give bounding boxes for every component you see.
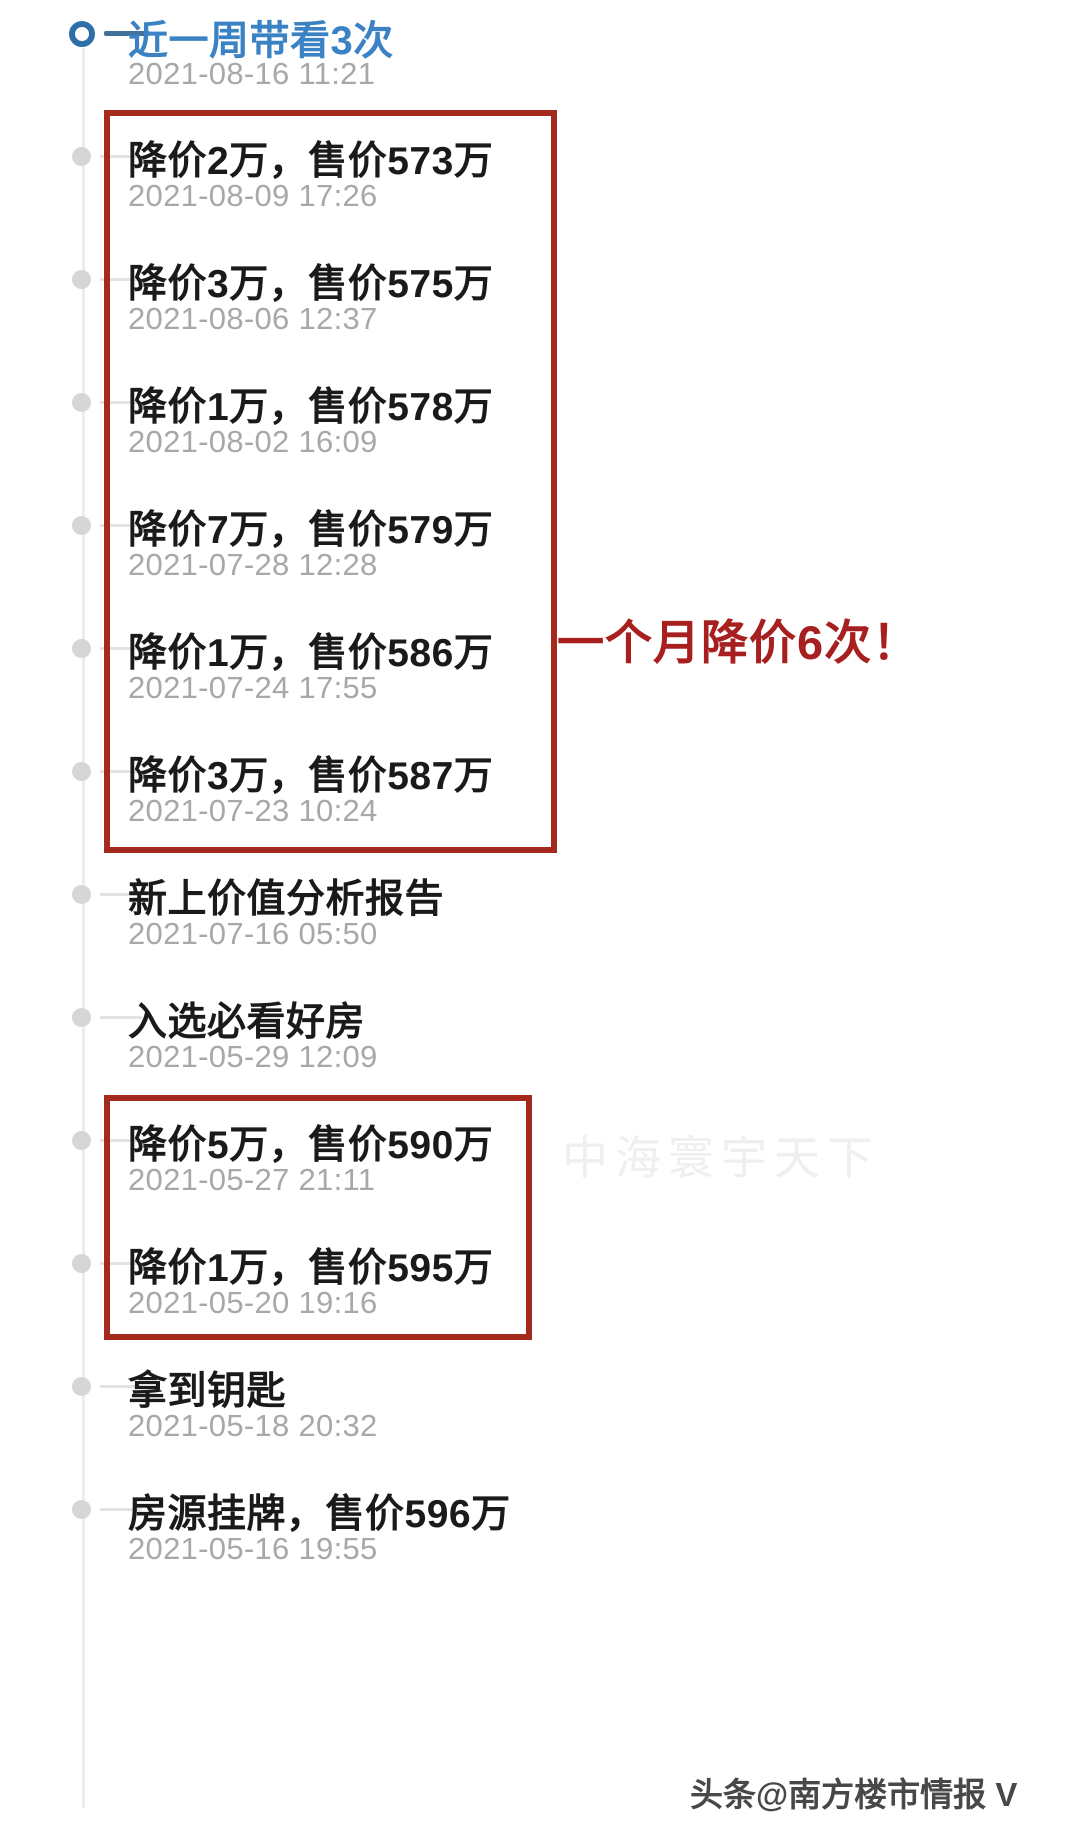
timeline-connector-icon bbox=[100, 770, 142, 773]
timeline-entry-timestamp: 2021-08-09 17:26 bbox=[128, 178, 378, 213]
timeline-entry-timestamp: 2021-08-06 12:37 bbox=[128, 301, 378, 336]
timeline-marker bbox=[60, 880, 170, 906]
timeline-entry-title: 入选必看好房 bbox=[128, 1001, 366, 1044]
timeline-entry-timestamp: 2021-08-16 11:21 bbox=[128, 56, 376, 91]
timeline-marker bbox=[60, 1372, 170, 1398]
timeline-entry-title: 房源挂牌，售价596万 bbox=[128, 1493, 511, 1536]
timeline-entry-timestamp: 2021-07-16 05:50 bbox=[128, 916, 378, 951]
timeline-dot-active-icon bbox=[69, 21, 95, 47]
timeline-connector-icon bbox=[100, 401, 142, 404]
timeline-marker bbox=[60, 511, 170, 537]
timeline-entry-title: 降价1万，售价578万 bbox=[128, 386, 494, 429]
timeline-marker bbox=[60, 1003, 170, 1029]
timeline-connector-icon bbox=[100, 278, 142, 281]
timeline-connector-icon bbox=[100, 893, 142, 896]
timeline-marker bbox=[60, 388, 170, 414]
timeline-entry-title: 降价5万，售价590万 bbox=[128, 1124, 494, 1167]
timeline-entry-timestamp: 2021-05-16 19:55 bbox=[128, 1531, 378, 1566]
timeline-marker bbox=[60, 142, 170, 168]
timeline-dot-icon bbox=[72, 885, 91, 904]
annotation-label: 一个月降价6次！ bbox=[557, 616, 921, 669]
timeline-entry-title: 降价3万，售价587万 bbox=[128, 755, 494, 798]
timeline-entry-timestamp: 2021-05-29 12:09 bbox=[128, 1039, 378, 1074]
timeline-entry-title: 降价1万，售价595万 bbox=[128, 1247, 494, 1290]
bottom-fade bbox=[0, 1828, 600, 1834]
timeline-dot-icon bbox=[72, 1377, 91, 1396]
timeline-connector-icon bbox=[100, 1139, 142, 1142]
timeline-rail bbox=[82, 48, 85, 1808]
timeline-entry-title: 拿到钥匙 bbox=[128, 1370, 287, 1413]
timeline-connector-icon bbox=[100, 1016, 142, 1019]
timeline-entry-timestamp: 2021-05-18 20:32 bbox=[128, 1408, 378, 1443]
timeline-dot-icon bbox=[72, 1500, 91, 1519]
timeline-connector-icon bbox=[100, 1385, 142, 1388]
timeline-entry-timestamp: 2021-07-24 17:55 bbox=[128, 670, 378, 705]
timeline-dot-icon bbox=[72, 1131, 91, 1150]
timeline-connector-icon bbox=[100, 524, 142, 527]
timeline-marker bbox=[60, 1249, 170, 1275]
timeline-entry-title: 降价1万，售价586万 bbox=[128, 632, 494, 675]
timeline-marker bbox=[60, 757, 170, 783]
timeline-dot-icon bbox=[72, 1254, 91, 1273]
timeline-entry-title: 新上价值分析报告 bbox=[128, 878, 445, 921]
timeline-entry-timestamp: 2021-07-28 12:28 bbox=[128, 547, 378, 582]
timeline-dot-icon bbox=[72, 639, 91, 658]
timeline-entry-timestamp: 2021-08-02 16:09 bbox=[128, 424, 378, 459]
timeline-dot-icon bbox=[72, 1008, 91, 1027]
timeline-marker bbox=[60, 265, 170, 291]
timeline-entry-title: 降价3万，售价575万 bbox=[128, 263, 494, 306]
timeline-dot-icon bbox=[72, 516, 91, 535]
timeline-entry-timestamp: 2021-05-27 21:11 bbox=[128, 1162, 376, 1197]
timeline-dot-icon bbox=[72, 762, 91, 781]
author-attribution: 头条@南方楼市情报 V bbox=[690, 1776, 1018, 1813]
timeline-dot-icon bbox=[72, 393, 91, 412]
timeline-entry-timestamp: 2021-07-23 10:24 bbox=[128, 793, 378, 828]
timeline-dot-icon bbox=[72, 147, 91, 166]
timeline-connector-icon bbox=[100, 647, 142, 650]
timeline-entry-title: 降价7万，售价579万 bbox=[128, 509, 494, 552]
timeline-marker bbox=[60, 634, 170, 660]
timeline-marker bbox=[60, 1126, 170, 1152]
timeline-connector-icon bbox=[100, 155, 142, 158]
timeline-connector-icon bbox=[100, 1262, 142, 1265]
timeline-dot-icon bbox=[72, 270, 91, 289]
timeline-connector-icon bbox=[100, 1508, 142, 1511]
timeline-entry-title: 降价2万，售价573万 bbox=[128, 140, 494, 183]
timeline-connector-icon bbox=[104, 31, 150, 36]
timeline-entry-title: 近一周带看3次 bbox=[128, 19, 394, 63]
timeline-marker bbox=[60, 1495, 170, 1521]
timeline-entry-timestamp: 2021-05-20 19:16 bbox=[128, 1285, 378, 1320]
property-watermark: 中海寰宇天下 bbox=[562, 1132, 880, 1184]
timeline-marker bbox=[60, 20, 170, 47]
